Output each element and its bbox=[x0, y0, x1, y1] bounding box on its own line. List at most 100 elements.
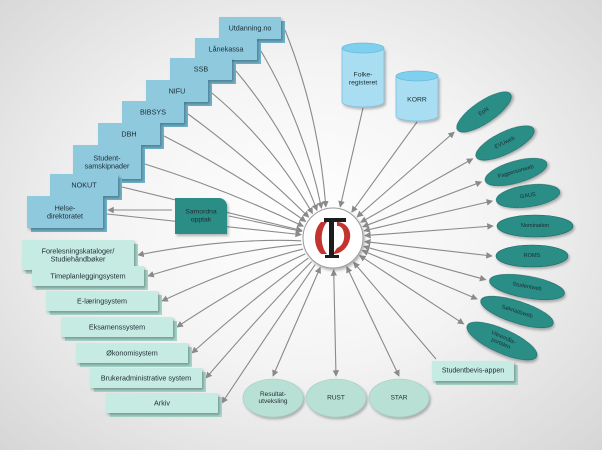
box-nifu[interactable] bbox=[146, 80, 208, 102]
box-ssb[interactable] bbox=[170, 58, 232, 80]
ellipse-gaus[interactable] bbox=[495, 181, 561, 212]
box-eksamenssystem[interactable] bbox=[61, 317, 173, 337]
logo-left-curve bbox=[315, 222, 327, 254]
box-dbh-label: DBH bbox=[121, 130, 136, 139]
ellipse-nomination-arrow bbox=[364, 223, 494, 239]
studentbevis-appen-box-label-line: Studentbevis-appen bbox=[442, 368, 504, 375]
ellipse-star[interactable] bbox=[368, 378, 430, 418]
db-korr-top bbox=[395, 70, 439, 82]
box-utdanning-no-label: Utdanning.no bbox=[229, 24, 272, 33]
db-folke-registeret-label-line: registeret bbox=[349, 79, 377, 86]
ellipse-nomination-label: Nomination bbox=[521, 223, 549, 229]
ellipse-studentweb[interactable] bbox=[488, 270, 567, 305]
box-e-læringsystem[interactable] bbox=[46, 291, 158, 311]
ellipse-evuweb-arrow bbox=[360, 158, 474, 223]
ellipse-resultat-utveksling-label: Resultat-utveksling bbox=[259, 391, 288, 405]
ellipse-evuweb[interactable] bbox=[471, 119, 538, 167]
ellipse-søknadsweb[interactable] bbox=[477, 290, 556, 334]
ellipse-resultat-utveksling[interactable] bbox=[242, 378, 304, 418]
fs-logo-icon bbox=[315, 218, 351, 258]
box-bibsys-label: BIBSYS bbox=[140, 108, 166, 117]
box-e-læringsystem-label: E-læringsystem bbox=[77, 297, 127, 306]
box-forelesningskataloger-studiehåndbøker-label-line: Forelesningskataloger/ bbox=[42, 246, 115, 255]
box-bibsys-label-line: BIBSYS bbox=[140, 108, 166, 117]
ellipse-nomination[interactable] bbox=[496, 214, 574, 238]
db-folke-registeret-label: Folke-registeret bbox=[349, 72, 377, 87]
box-eksamenssystem-label-line: Eksamenssystem bbox=[89, 323, 145, 332]
box-student-samskipnader-label-line: samskipnader bbox=[85, 162, 130, 171]
samordna-opptak-box[interactable] bbox=[175, 198, 227, 234]
box-brukeradministrative-system-label: Brukeradministrative system bbox=[101, 374, 191, 383]
ellipse-epn[interactable] bbox=[451, 85, 516, 139]
ellipse-rust-label-line: RUST bbox=[327, 395, 345, 402]
box-timeplanleggingsystem[interactable] bbox=[32, 266, 144, 286]
ellipse-epn-label-line: EpN bbox=[478, 106, 490, 117]
logo-foot bbox=[325, 255, 339, 258]
ellipse-studentweb-label-line: Studentweb bbox=[512, 281, 542, 292]
box-nifu-arrow bbox=[211, 92, 313, 215]
db-korr-label-line: KORR bbox=[407, 97, 427, 104]
samordna-opptak-label-line: Samordna bbox=[185, 209, 217, 216]
ellipse-fagpersonweb[interactable] bbox=[482, 153, 550, 192]
box-student-samskipnader[interactable] bbox=[73, 145, 141, 179]
box-ssb-label-line: SSB bbox=[194, 65, 209, 74]
box-helse-direktoratet-label-line: Helse- bbox=[55, 203, 76, 212]
ellipse-roms[interactable] bbox=[495, 244, 569, 268]
db-folke-registeret-top bbox=[341, 42, 385, 54]
box-dbh-arrow bbox=[163, 135, 307, 222]
ellipse-rust[interactable] bbox=[305, 378, 367, 418]
ellipse-vitnemåls-portalen[interactable] bbox=[462, 315, 541, 368]
db-korr-label: KORR bbox=[407, 97, 427, 104]
box-brukeradministrative-system[interactable] bbox=[90, 368, 202, 388]
db-folke-registeret-label-line: Folke- bbox=[354, 72, 373, 79]
box-nifu-label: NIFU bbox=[169, 87, 186, 96]
box-arkiv[interactable] bbox=[106, 393, 218, 413]
box-bibsys[interactable] bbox=[122, 101, 184, 123]
ellipse-fagpersonweb-arrow bbox=[362, 180, 483, 228]
box-e-læringsystem-arrow bbox=[161, 248, 304, 302]
box-timeplanleggingsystem-arrow bbox=[147, 243, 302, 278]
box-e-læringsystem-label-line: E-læringsystem bbox=[77, 297, 127, 306]
connector-arrows bbox=[106, 29, 494, 404]
box-dbh-label-line: DBH bbox=[121, 130, 136, 139]
box-nokut[interactable] bbox=[50, 174, 118, 196]
box-bibsys-arrow bbox=[187, 113, 310, 218]
logo-top-bar bbox=[324, 218, 346, 222]
db-folke-registeret-arrow bbox=[338, 107, 364, 208]
box-timeplanleggingsystem-label: Timeplanleggingsystem bbox=[50, 272, 125, 281]
box-forelesningskataloger-studiehåndbøker[interactable] bbox=[22, 240, 134, 270]
box-helse-direktoratet[interactable] bbox=[27, 196, 103, 228]
ellipse-roms-label-line: ROMS bbox=[524, 253, 541, 259]
ellipse-star-label-line: STAR bbox=[391, 395, 408, 402]
samordna-opptak-label-line: opptak bbox=[191, 216, 212, 223]
box-eksamenssystem-label: Eksamenssystem bbox=[89, 323, 145, 332]
box-forelesningskataloger-studiehåndbøker-arrow bbox=[137, 239, 302, 258]
db-korr[interactable] bbox=[395, 76, 439, 122]
db-folke-registeret[interactable] bbox=[341, 48, 385, 108]
box-student-samskipnader-label: Student-samskipnader bbox=[85, 153, 130, 170]
ellipse-resultat-utveksling-arrow bbox=[272, 266, 321, 377]
box-lånekassa-label: Lånekassa bbox=[209, 45, 244, 54]
box-helse-direktoratet-label: Helse-direktoratet bbox=[47, 203, 83, 220]
ellipse-gaus-label-line: GAUS bbox=[520, 192, 537, 200]
ellipse-studentweb-label: Studentweb bbox=[512, 281, 542, 292]
ellipse-epn-arrow bbox=[356, 131, 455, 218]
box-økonomisystem[interactable] bbox=[76, 343, 188, 363]
box-lånekassa-label-line: Lånekassa bbox=[209, 45, 244, 54]
box-arkiv-label-line: Arkiv bbox=[154, 399, 170, 408]
ellipse-star-arrow bbox=[346, 266, 400, 377]
box-dbh[interactable] bbox=[98, 123, 160, 145]
ellipse-epn-label: EpN bbox=[478, 106, 490, 117]
ellipse-resultat-utveksling-label-line: Resultat- bbox=[260, 391, 286, 398]
box-lånekassa[interactable] bbox=[195, 38, 257, 60]
studentbevis-appen-box[interactable] bbox=[432, 361, 514, 381]
ellipse-nomination-label-line: Nomination bbox=[521, 223, 549, 229]
ellipse-roms-arrow bbox=[363, 238, 493, 259]
box-utdanning-no-label-line: Utdanning.no bbox=[229, 24, 272, 33]
box-utdanning-no[interactable] bbox=[219, 17, 281, 39]
box-nokut-label: NOKUT bbox=[71, 181, 97, 190]
box-nifu-label-line: NIFU bbox=[169, 87, 186, 96]
